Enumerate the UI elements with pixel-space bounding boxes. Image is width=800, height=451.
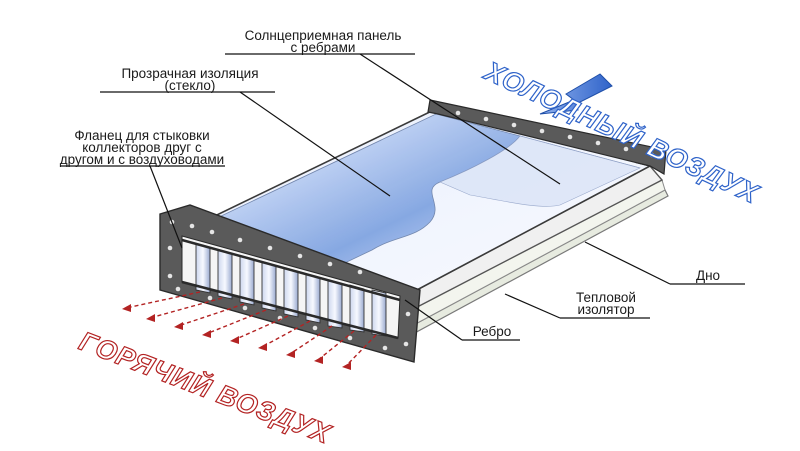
label-glass: Прозрачная изоляция (стекло)	[121, 66, 259, 93]
collector-drawing	[60, 53, 745, 370]
leader-lines	[60, 53, 745, 341]
cold-air-arrow	[539, 73, 613, 115]
label-bottom: Дно	[695, 268, 721, 283]
ribs	[195, 243, 387, 337]
label-thermal-insulator: Тепловой изолятор	[576, 290, 636, 317]
hot-air-arrows	[122, 291, 377, 370]
label-flange: Фланец для стыковки коллекторов друг с д…	[59, 128, 225, 167]
solar-collector-diagram: Солнцеприемная панель с ребрами Прозрачн…	[59, 28, 764, 450]
far-flange-bolts	[455, 110, 655, 158]
label-absorber-panel: Солнцеприемная панель с ребрами	[244, 28, 402, 55]
front-flange-bolts	[167, 219, 411, 351]
label-rib: Ребро	[472, 324, 512, 339]
